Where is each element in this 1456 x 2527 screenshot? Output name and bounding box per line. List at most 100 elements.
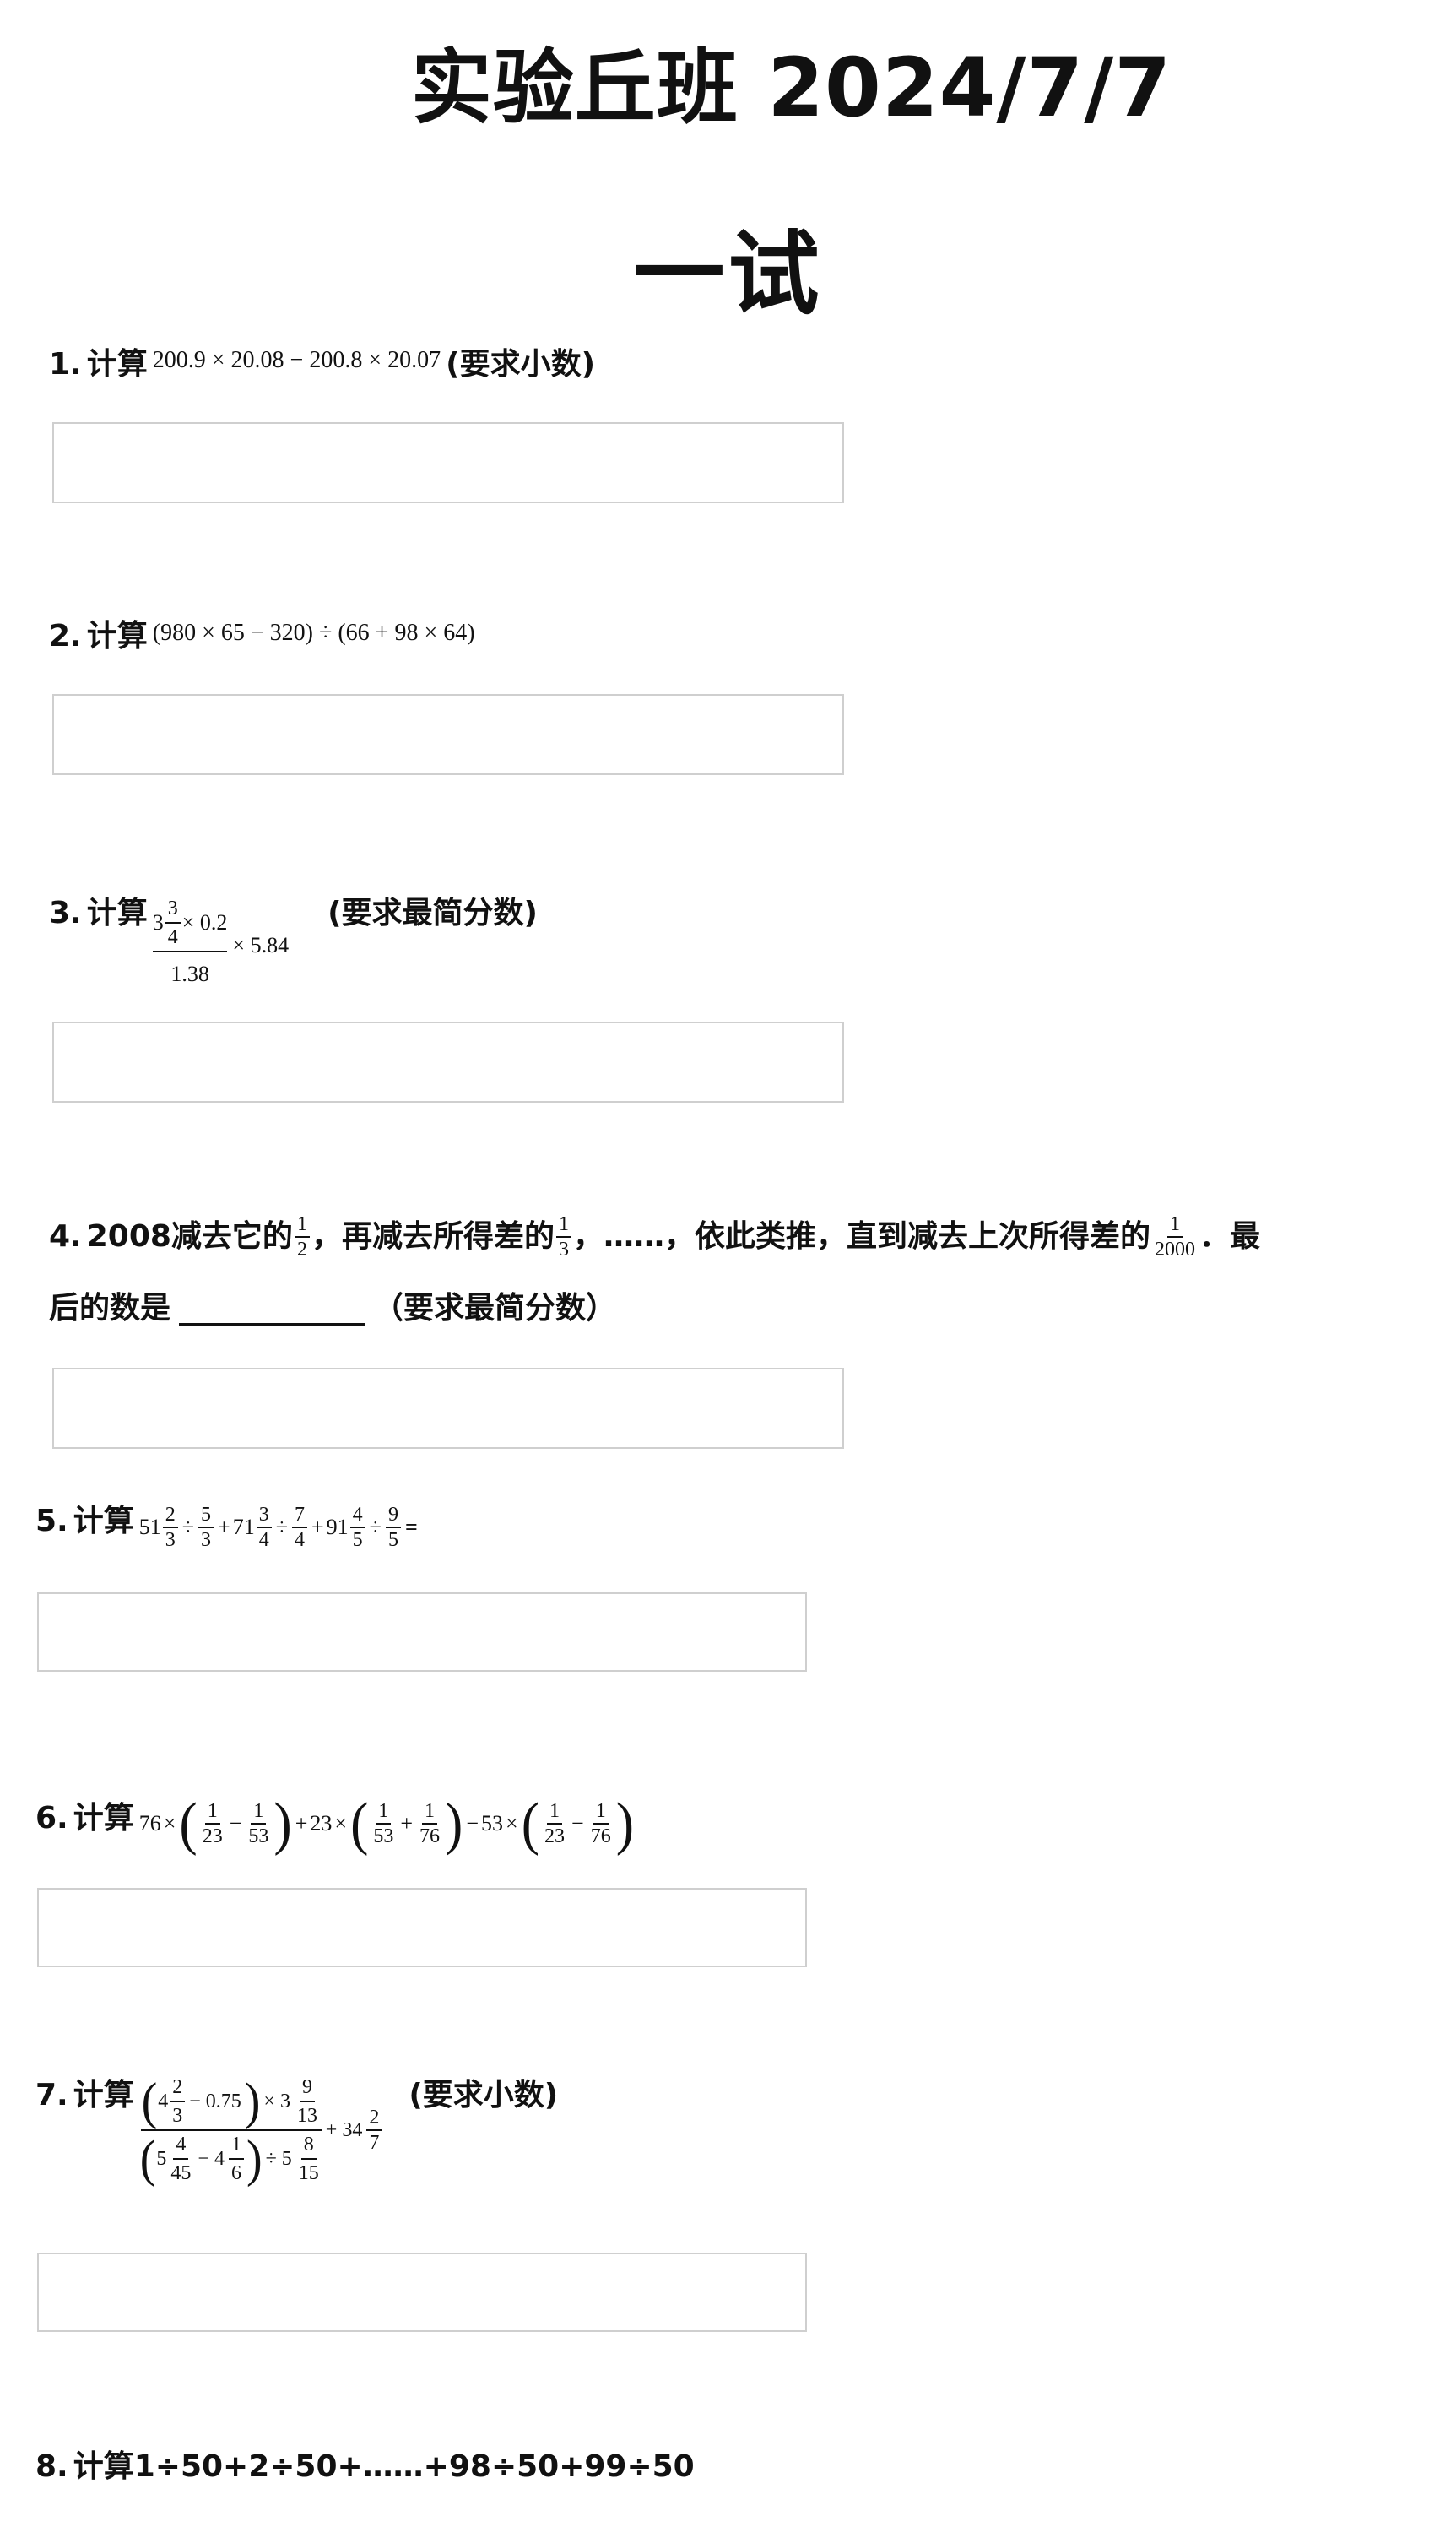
question-label: 计算 — [86, 619, 148, 653]
fraction-numerator: 1 — [547, 1801, 563, 1825]
fraction-denominator: 45 — [170, 2162, 192, 2184]
question-8: 8. 计算1÷50+2÷50+……+98÷50+99÷50 — [35, 2448, 695, 2486]
fraction-numerator: 1 — [422, 1801, 438, 1825]
fraction-denominator: 3 — [558, 1239, 569, 1261]
fraction-numerator: 1 — [251, 1801, 267, 1825]
question-expression: 200.9 × 20.08 − 200.8 × 20.07 — [152, 347, 441, 373]
fraction-denominator: 76 — [419, 1825, 441, 1847]
fraction-denominator: 3 — [172, 2105, 183, 2127]
question-number: 6. — [35, 1801, 68, 1836]
expression-part: − 4 — [198, 2148, 225, 2170]
expression-part: 71 — [232, 1515, 255, 1539]
operator: ÷ — [369, 1515, 382, 1539]
fraction-denominator: 4 — [258, 1529, 269, 1551]
fraction-numerator: 5 — [198, 1505, 214, 1528]
fraction-denominator: 53 — [373, 1825, 394, 1847]
question-number: 3. — [49, 896, 82, 930]
answer-box-6[interactable] — [37, 1888, 807, 1967]
fraction-denominator: 15 — [298, 2162, 319, 2184]
fraction-denominator: 4 — [167, 926, 178, 948]
fraction-numerator: 1 — [593, 1801, 609, 1825]
question-expression: (980 × 65 − 320) ÷ (66 + 98 × 64) — [152, 620, 475, 646]
fraction-denominator: 2000 — [1154, 1239, 1195, 1261]
expression-part: 53 — [481, 1811, 504, 1836]
question-number: 2. — [49, 619, 82, 653]
expression-part: × 5.84 — [232, 933, 290, 957]
fraction-denominator: 5 — [387, 1529, 398, 1551]
answer-box-5[interactable] — [37, 1592, 807, 1672]
question-label: 计算 — [73, 1504, 134, 1538]
question-label: 计算 — [86, 347, 148, 382]
question-1: 1. 计算 200.9 × 20.08 − 200.8 × 20.07 (要求小… — [49, 346, 595, 383]
answer-box-1[interactable] — [52, 422, 844, 503]
fraction-denominator: 1.38 — [170, 962, 209, 986]
fraction-denominator: 4 — [294, 1529, 305, 1551]
section-title: 一试 — [633, 222, 823, 328]
operator: + — [311, 1515, 324, 1539]
fraction-numerator: 1 — [204, 1801, 220, 1825]
fraction-denominator: 7 — [369, 2132, 380, 2154]
question-text: 后的数是 — [49, 1291, 171, 1326]
operator: ÷ — [275, 1515, 288, 1539]
fraction-numerator: 2 — [162, 1505, 178, 1528]
fraction-denominator: 13 — [296, 2105, 317, 2127]
fraction-numerator: 9 — [299, 2077, 315, 2102]
fraction-numerator: 1 — [228, 2134, 244, 2160]
operator: + — [218, 1515, 230, 1539]
expression-part: × 0.2 — [181, 910, 228, 935]
fraction-denominator: 2 — [296, 1239, 307, 1261]
mixed-whole: 4 — [158, 2090, 169, 2112]
question-label: 计算 — [86, 896, 148, 930]
question-number: 4. — [49, 1219, 82, 1254]
fraction-numerator: 1 — [376, 1801, 392, 1825]
fraction-denominator: 5 — [352, 1529, 363, 1551]
fraction-denominator: 53 — [248, 1825, 269, 1847]
question-label: 计算 — [73, 2078, 134, 2112]
fraction-numerator: 4 — [349, 1505, 365, 1528]
question-text: ，再减去所得差的 — [311, 1219, 555, 1254]
question-label: 计算 — [73, 1801, 134, 1836]
question-4-line-2: 后的数是 （要求最简分数） — [49, 1290, 616, 1327]
question-note: （要求最简分数） — [373, 1291, 617, 1326]
operator: ÷ — [181, 1515, 195, 1539]
question-number: 1. — [49, 347, 82, 382]
answer-box-3[interactable] — [52, 1022, 844, 1103]
expression-part: − 0.75 — [189, 2090, 241, 2112]
question-text: ．最 — [1199, 1219, 1260, 1254]
expression-part: 76 — [138, 1811, 161, 1836]
equals-sign: = — [404, 1515, 418, 1539]
answer-box-7[interactable] — [37, 2253, 807, 2332]
fraction-denominator: 76 — [590, 1825, 611, 1847]
fraction-numerator: 9 — [385, 1505, 401, 1528]
operator: − — [466, 1811, 479, 1836]
answer-box-2[interactable] — [52, 694, 844, 775]
mixed-whole: 5 — [156, 2148, 167, 2170]
question-label: 计算1÷50+2÷50+……+98÷50+99÷50 — [73, 2449, 695, 2484]
expression-part: 91 — [326, 1515, 349, 1539]
question-note: (要求小数) — [409, 2078, 559, 2112]
fraction-denominator: 3 — [201, 1529, 212, 1551]
expression-part: + 34 — [325, 2119, 363, 2141]
question-note: (要求小数) — [446, 347, 596, 382]
operator: + — [295, 1811, 308, 1836]
fraction-numerator: 1 — [1166, 1214, 1183, 1238]
expression-part: ÷ 5 — [265, 2148, 292, 2170]
fraction-numerator: 3 — [165, 898, 181, 924]
fraction-numerator: 4 — [173, 2134, 189, 2160]
question-2: 2. 计算 (980 × 65 − 320) ÷ (66 + 98 × 64) — [49, 618, 480, 655]
question-text: 2008减去它的 — [86, 1219, 293, 1254]
expression-part: 51 — [138, 1515, 161, 1539]
question-note: (要求最简分数) — [327, 896, 539, 930]
expression-part: 23 — [310, 1811, 333, 1836]
question-number: 8. — [35, 2449, 68, 2484]
fraction-denominator: 6 — [230, 2162, 241, 2184]
answer-box-4[interactable] — [52, 1368, 844, 1449]
